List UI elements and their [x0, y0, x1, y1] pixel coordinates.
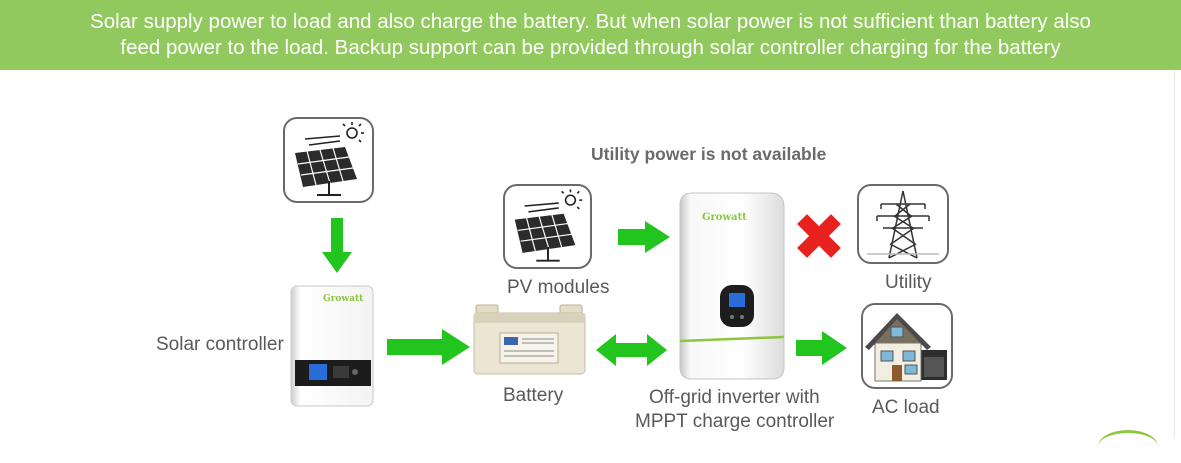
power-tower-icon — [867, 190, 939, 259]
arrow-controller-to-battery — [387, 329, 470, 365]
arrow-down-solar-to-controller — [322, 218, 352, 273]
utility-box — [857, 184, 949, 264]
arrow-pv-to-inverter — [618, 221, 670, 253]
battery-device — [472, 301, 587, 376]
arrows-layer — [322, 214, 847, 366]
pv-modules-label: PV modules — [507, 277, 610, 298]
inverter-label-line2: MPPT charge controller — [635, 411, 835, 432]
arrow-battery-inverter-bidirectional — [596, 334, 667, 366]
inverter-label-line1: Off-grid inverter with — [649, 387, 820, 408]
banner-line-2: feed power to the load. Backup support c… — [120, 36, 1061, 59]
diagram-title: Utility power is not available — [591, 144, 827, 164]
house-icon — [865, 313, 947, 382]
arrow-inverter-to-ac-load — [796, 331, 847, 365]
inverter-brand-logo: Growatt — [702, 212, 747, 223]
solar-panel-icon — [514, 189, 583, 262]
battery-label: Battery — [503, 385, 564, 406]
ac-load-label: AC load — [872, 397, 940, 418]
red-cross-icon — [797, 214, 841, 258]
utility-label: Utility — [885, 272, 932, 293]
inverter-device: Growatt — [674, 191, 788, 381]
corner-decoration — [1098, 430, 1158, 463]
solar-panel-box-left — [283, 117, 374, 203]
controller-brand-logo: Growatt — [323, 294, 364, 304]
solar-panel-icon — [295, 122, 364, 196]
header-banner: Solar supply power to load and also char… — [0, 0, 1181, 70]
solar-controller-label: Solar controller — [156, 334, 284, 355]
ac-load-box — [861, 303, 953, 389]
solar-controller-device: Growatt — [289, 284, 377, 408]
pv-modules-box — [503, 184, 592, 269]
banner-line-1: Solar supply power to load and also char… — [90, 10, 1091, 33]
right-edge-divider — [1174, 70, 1175, 438]
